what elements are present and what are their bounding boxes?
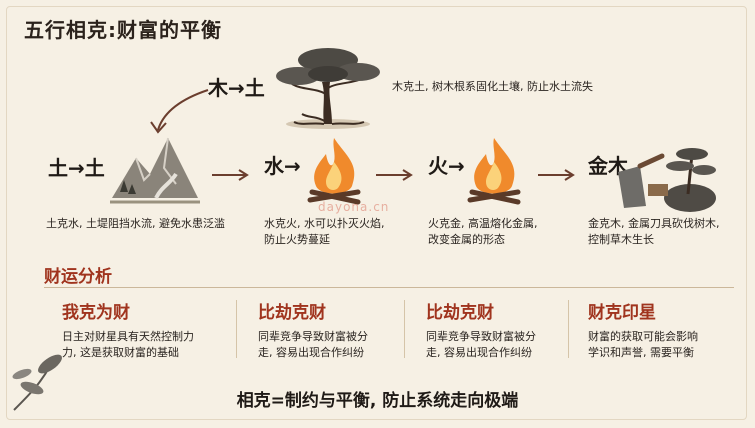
- analysis-card-1: 我克为财 日主对财星具有天然控制力 力, 这是获取财富的基础: [62, 298, 222, 361]
- metal-wood-description-1: 金克木, 金属刀具砍伐树木,: [588, 217, 720, 230]
- earth-label: 土→土: [48, 156, 105, 180]
- fire-description-2: 改变金属的形态: [428, 233, 505, 246]
- watermark: dayona.cn: [318, 200, 390, 214]
- section-divider: [44, 287, 734, 288]
- card-body-2: 走, 容易出现合作纠纷: [426, 346, 532, 359]
- fire-description: 火克金, 高温熔化金属, 改变金属的形态: [428, 216, 538, 248]
- footer-summary: 相克=制约与平衡, 防止系统走向极端: [236, 391, 519, 411]
- arrow-right-icon: [376, 169, 413, 181]
- mountain-landscape-icon: [110, 137, 200, 204]
- metal-wood-description: 金克木, 金属刀具砍伐树木, 控制草木生长: [588, 216, 720, 248]
- analysis-card-4: 财克印星 财富的获取可能会影响 学识和声誉, 需要平衡: [588, 298, 748, 361]
- card-title: 财克印星: [588, 303, 656, 323]
- fire-icon: [467, 138, 521, 205]
- tree-icon: [276, 48, 380, 129]
- card-body-1: 同辈竞争导致财富被分: [258, 330, 368, 343]
- earth-description-1: 土克水, 土堤阻挡水流, 避免水患泛滥: [46, 217, 225, 230]
- analysis-card-2: 比劫克财 同辈竞争导致财富被分 走, 容易出现合作纠纷: [258, 298, 418, 361]
- metal-wood-description-2: 控制草木生长: [588, 233, 654, 246]
- card-divider: [236, 300, 237, 358]
- card-title: 比劫克财: [426, 303, 494, 323]
- wood-earth-label: 木→土: [208, 76, 265, 100]
- arrow-right-icon: [212, 169, 249, 181]
- page-title: 五行相克:财富的平衡: [24, 18, 222, 42]
- analysis-title: 财运分析: [44, 267, 112, 287]
- plant-decoration-icon: [12, 354, 62, 411]
- water-label: 水→: [264, 154, 301, 178]
- card-title: 比劫克财: [258, 303, 326, 323]
- card-body-2: 力, 这是获取财富的基础: [62, 346, 179, 359]
- arrow-right-icon: [538, 169, 575, 181]
- card-body-2: 学识和声誉, 需要平衡: [588, 346, 694, 359]
- water-description-2: 防止火势蔓延: [264, 233, 330, 246]
- card-divider: [568, 300, 569, 358]
- axe-tree-icon: [618, 148, 716, 212]
- card-body-1: 日主对财星具有天然控制力: [62, 330, 194, 343]
- fire-description-1: 火克金, 高温熔化金属,: [428, 217, 538, 230]
- curved-arrow-icon: [150, 89, 209, 134]
- card-title: 我克为财: [62, 303, 130, 323]
- slide-frame: [6, 6, 747, 420]
- card-body-1: 同辈竞争导致财富被分: [426, 330, 536, 343]
- wood-earth-description: 木克土, 树木根系固化土壤, 防止水土流失: [392, 80, 593, 93]
- card-body-1: 财富的获取可能会影响: [588, 330, 698, 343]
- card-body-2: 走, 容易出现合作纠纷: [258, 346, 364, 359]
- card-divider: [404, 300, 405, 358]
- water-description: 水克火, 水可以扑灭火焰, 防止火势蔓延: [264, 216, 385, 248]
- water-description-1: 水克火, 水可以扑灭火焰,: [264, 217, 385, 230]
- analysis-card-3: 比劫克财 同辈竞争导致财富被分 走, 容易出现合作纠纷: [426, 298, 586, 361]
- fire-label: 火→: [428, 154, 465, 178]
- fire-icon: [307, 138, 361, 205]
